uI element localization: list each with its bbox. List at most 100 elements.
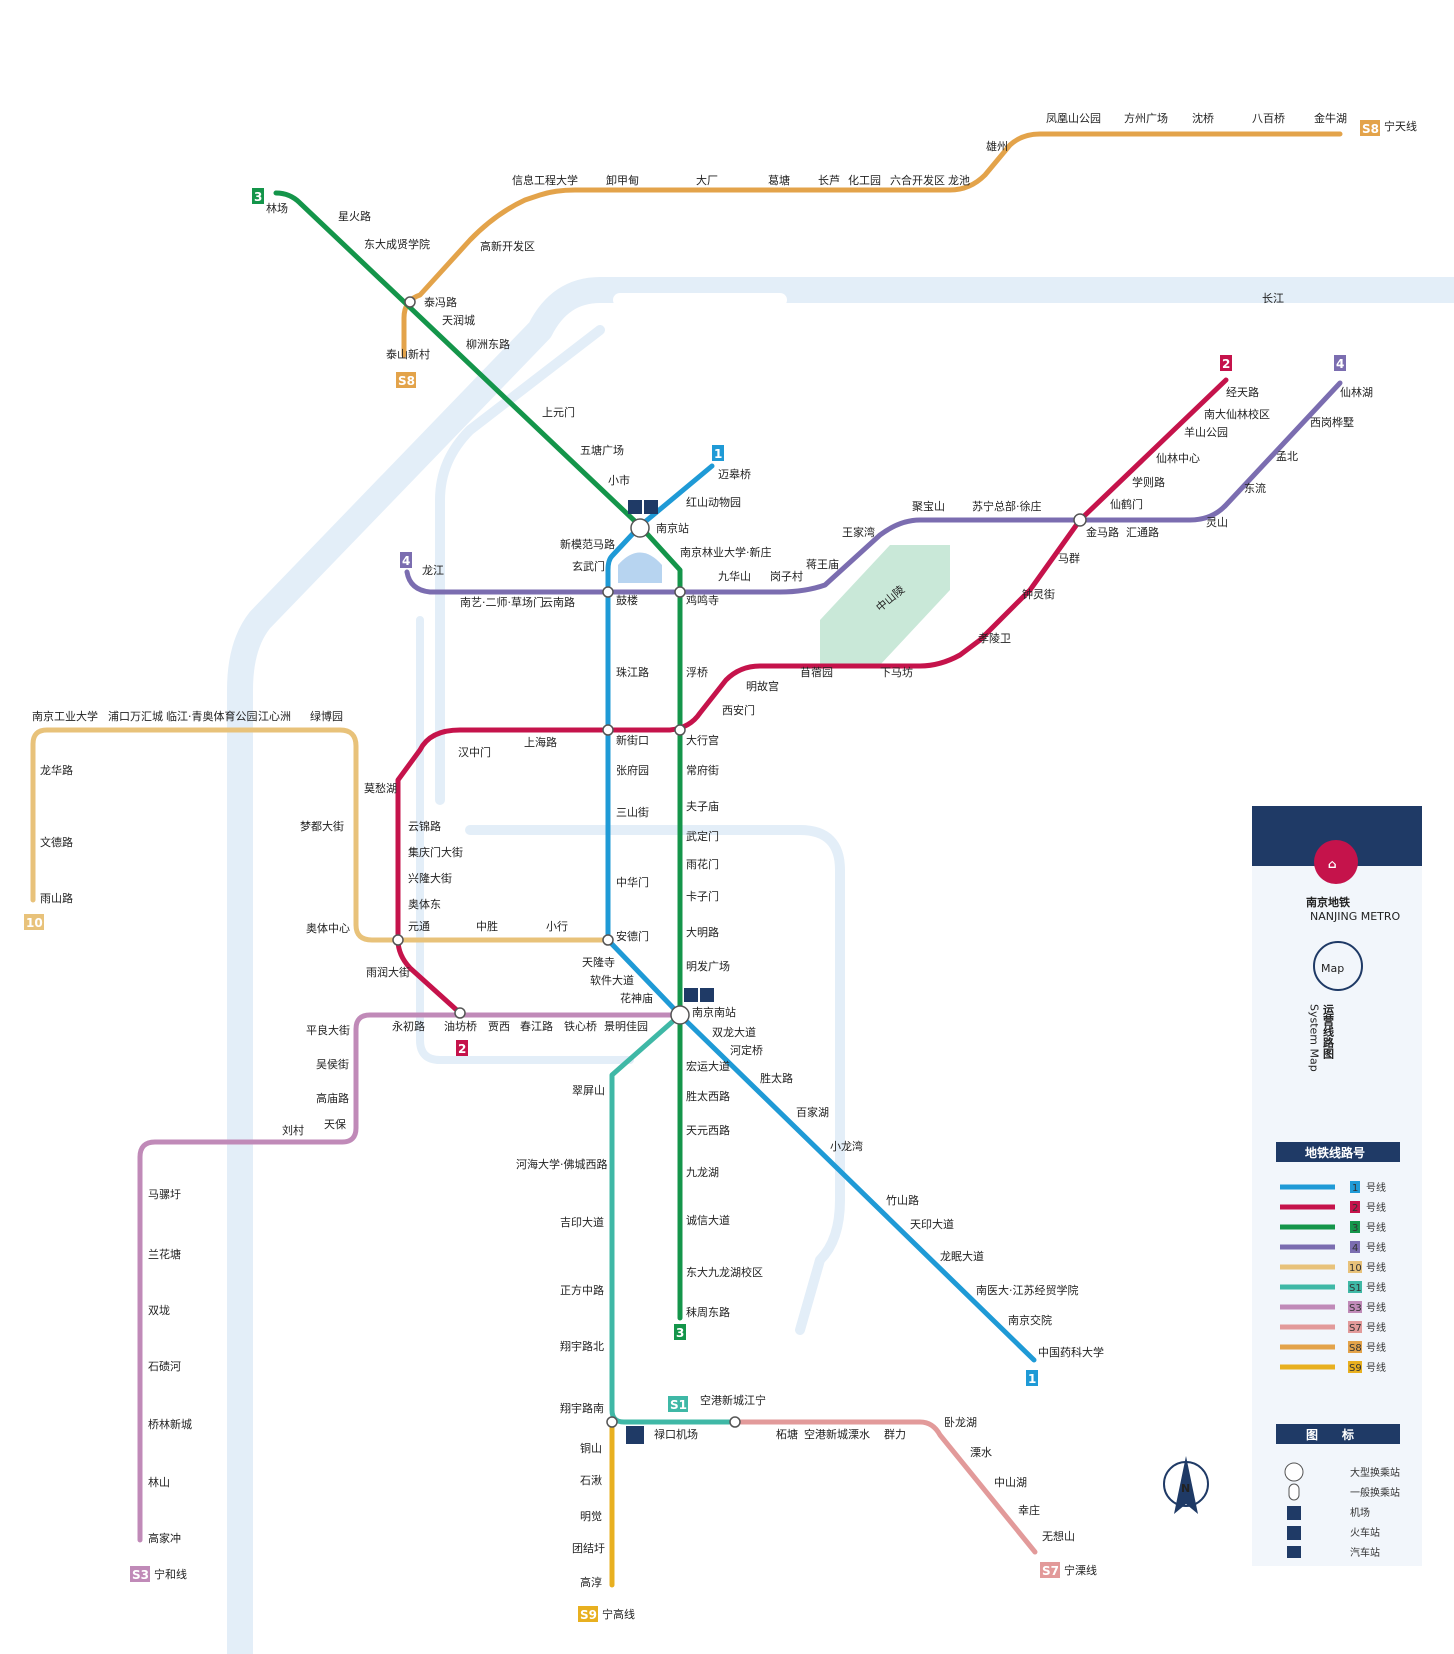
- station-label[interactable]: 南京交院: [1008, 1313, 1052, 1327]
- station-label[interactable]: 仙林中心: [1156, 451, 1200, 465]
- station-label[interactable]: 王家湾: [842, 525, 875, 539]
- station-label[interactable]: 软件大道: [590, 973, 634, 987]
- station-label[interactable]: 苏宁总部·徐庄: [972, 499, 1042, 513]
- station-label[interactable]: 小行: [546, 920, 568, 933]
- station-label[interactable]: 奥体中心: [306, 921, 350, 935]
- station-label[interactable]: 马骡圩: [148, 1188, 181, 1201]
- line-badge-4-west[interactable]: [400, 552, 412, 568]
- station-label[interactable]: 凤凰山公园: [1046, 112, 1101, 125]
- station-label[interactable]: 东大成贤学院: [364, 237, 430, 251]
- station-label[interactable]: 翔宇路南: [560, 1401, 604, 1415]
- station-label[interactable]: 吉印大道: [560, 1215, 604, 1229]
- station-label[interactable]: 文德路: [40, 835, 73, 849]
- station-label[interactable]: 西岗桦墅: [1310, 415, 1354, 429]
- line-badge-3[interactable]: [252, 188, 264, 204]
- station-label[interactable]: 龙华路: [40, 763, 73, 777]
- station-label[interactable]: 明发广场: [686, 959, 730, 973]
- station-label[interactable]: 南京站: [656, 521, 689, 535]
- station-label[interactable]: 石湫: [580, 1474, 602, 1487]
- station-label[interactable]: 玄武门: [572, 559, 605, 573]
- station-label[interactable]: 常府街: [686, 763, 719, 777]
- station-label[interactable]: 南大仙林校区: [1204, 407, 1270, 421]
- station-nanjing-station-node[interactable]: [630, 518, 650, 538]
- line-badge-s9[interactable]: [578, 1606, 598, 1622]
- station-label[interactable]: 诚信大道: [686, 1213, 730, 1227]
- station-label[interactable]: 孟北: [1276, 450, 1298, 463]
- station-label[interactable]: 石碛河: [148, 1360, 181, 1373]
- station-label[interactable]: 高庙路: [316, 1091, 349, 1105]
- station-label[interactable]: 花神庙: [620, 991, 653, 1005]
- station-label[interactable]: 河定桥: [730, 1043, 763, 1057]
- station-label[interactable]: 南京南站: [692, 1005, 736, 1019]
- station-label[interactable]: 下马坊: [880, 665, 913, 679]
- station-label[interactable]: 集庆门大街: [408, 845, 463, 859]
- station-xiangyu-south-node[interactable]: [606, 1416, 618, 1428]
- station-label[interactable]: 汉中门: [458, 745, 491, 759]
- station-label[interactable]: 天元西路: [686, 1124, 730, 1137]
- station-label[interactable]: 九龙湖: [686, 1166, 719, 1179]
- station-label[interactable]: 南艺·二师·草场门: [460, 595, 544, 609]
- station-label[interactable]: 中华门: [616, 875, 649, 889]
- station-label[interactable]: 马群: [1058, 551, 1080, 565]
- station-label[interactable]: 高淳: [580, 1575, 602, 1589]
- station-label[interactable]: 龙江: [422, 564, 444, 577]
- station-jimingsi-node[interactable]: [674, 586, 686, 598]
- station-label[interactable]: 吴侯街: [316, 1057, 349, 1071]
- station-label[interactable]: 元通: [408, 920, 430, 933]
- station-label[interactable]: 聚宝山: [912, 499, 945, 513]
- station-label[interactable]: 泰山新村: [386, 347, 430, 361]
- station-label[interactable]: 铜山: [580, 1441, 602, 1455]
- station-yuantong-node[interactable]: [392, 934, 404, 946]
- station-label[interactable]: 柘塘: [776, 1427, 798, 1441]
- station-daxinggong-node[interactable]: [674, 724, 686, 736]
- station-label[interactable]: 江心洲: [258, 710, 291, 723]
- station-label[interactable]: 三山街: [616, 805, 649, 819]
- station-label[interactable]: 临江·青奥体育公园: [166, 709, 258, 723]
- station-label[interactable]: 仙林湖: [1340, 385, 1373, 399]
- station-label[interactable]: 金马路: [1086, 525, 1119, 539]
- station-label[interactable]: 信息工程大学: [512, 173, 578, 187]
- station-label[interactable]: 河海大学·佛城西路: [516, 1157, 608, 1171]
- station-youfangqiao-node[interactable]: [454, 1007, 466, 1019]
- station-label[interactable]: 油坊桥: [444, 1019, 477, 1033]
- station-label[interactable]: 夫子庙: [686, 799, 719, 813]
- station-label[interactable]: 大明路: [686, 925, 719, 939]
- station-label[interactable]: 高家冲: [148, 1531, 181, 1545]
- station-label[interactable]: 东大九龙湖校区: [686, 1265, 763, 1279]
- station-label[interactable]: 双龙大道: [712, 1025, 756, 1039]
- station-label[interactable]: 浦口万汇城: [108, 710, 163, 723]
- station-label[interactable]: 南医大·江苏经贸学院: [976, 1283, 1079, 1297]
- station-label[interactable]: 龙池: [948, 174, 970, 187]
- station-label[interactable]: 东流: [1244, 481, 1266, 495]
- station-label[interactable]: 兴隆大街: [408, 871, 452, 885]
- station-label[interactable]: 贾西: [488, 1020, 510, 1033]
- station-label[interactable]: 星火路: [338, 210, 371, 223]
- station-xinjiekou-node[interactable]: [602, 724, 614, 736]
- station-label[interactable]: 安德门: [616, 929, 649, 943]
- station-label[interactable]: 溧水: [970, 1445, 992, 1459]
- line-2-path[interactable]: [395, 377, 1229, 1016]
- station-label[interactable]: 苜蓿园: [800, 665, 833, 679]
- station-label[interactable]: 翠屏山: [572, 1084, 605, 1097]
- station-label[interactable]: 化工园: [848, 173, 881, 187]
- station-label[interactable]: 雄州: [986, 139, 1008, 153]
- station-label[interactable]: 鼓楼: [616, 593, 638, 607]
- station-label[interactable]: 莫愁湖: [364, 782, 397, 795]
- station-label[interactable]: 中国药科大学: [1038, 1345, 1104, 1359]
- line-badge-s8[interactable]: [1360, 120, 1380, 136]
- station-label[interactable]: 仙鹤门: [1110, 497, 1143, 511]
- station-label[interactable]: 雨花门: [686, 857, 719, 871]
- station-label[interactable]: 刘村: [282, 1123, 304, 1137]
- station-label[interactable]: 桥林新城: [148, 1417, 192, 1431]
- station-label[interactable]: 沈桥: [1192, 111, 1214, 125]
- station-label[interactable]: 方州广场: [1124, 111, 1168, 125]
- station-label[interactable]: 六合开发区: [890, 173, 945, 187]
- station-label[interactable]: 小龙湾: [830, 1139, 863, 1153]
- station-label[interactable]: 秣周东路: [686, 1305, 730, 1319]
- line-badge-s3[interactable]: [130, 1566, 150, 1582]
- station-label[interactable]: 兰花塘: [148, 1247, 181, 1261]
- station-label[interactable]: 张府园: [616, 763, 649, 777]
- station-label[interactable]: 柳洲东路: [466, 337, 510, 351]
- station-label[interactable]: 大行宫: [686, 733, 719, 747]
- station-andemen-node[interactable]: [602, 934, 614, 946]
